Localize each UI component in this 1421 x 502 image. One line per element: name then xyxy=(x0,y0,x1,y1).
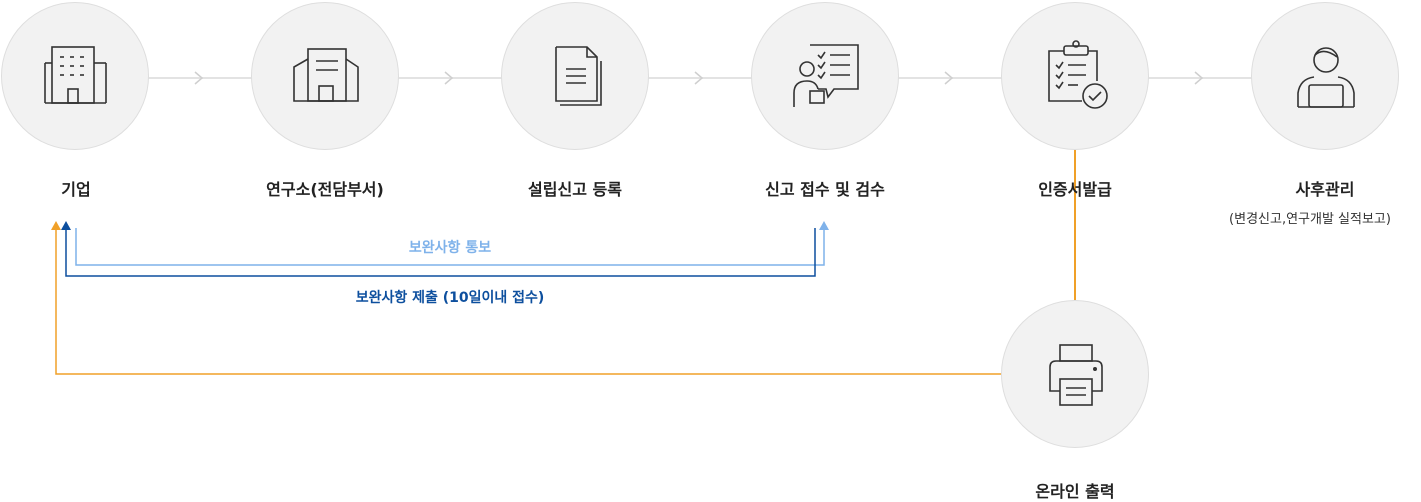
step-circle-company xyxy=(1,2,149,150)
print-arrowhead xyxy=(51,221,61,230)
step-label-registration: 설립신고 등록 xyxy=(528,180,622,199)
connector-line-3 xyxy=(648,77,752,79)
printer-icon xyxy=(1049,344,1103,406)
step-circle-registration xyxy=(501,2,649,150)
submit-flow-label: 보완사항 제출 (10일이내 접수) xyxy=(355,290,545,306)
step-label-certificate: 인증서발급 xyxy=(1038,180,1112,199)
step-label-company: 기업 xyxy=(61,180,91,199)
chevron-right-icon xyxy=(194,71,204,85)
step-sublabel-aftercare: (변경신고,연구개발 실적보고) xyxy=(1229,212,1391,227)
connector-line-4 xyxy=(898,77,1002,79)
building-icon xyxy=(44,46,107,104)
connector-line-1 xyxy=(148,77,252,79)
chevron-right-icon xyxy=(944,71,954,85)
user-laptop-icon xyxy=(1297,47,1355,108)
connector-line-2 xyxy=(398,77,502,79)
print-flow-line xyxy=(55,228,1001,375)
step-label-lab: 연구소(전담부서) xyxy=(266,180,384,199)
submit-flow-line xyxy=(65,228,816,277)
step-circle-aftercare xyxy=(1251,2,1399,150)
step-label-aftercare: 사후관리 xyxy=(1295,180,1355,199)
submit-arrowhead xyxy=(61,221,71,230)
step-circle-review xyxy=(751,2,899,150)
branch-circle-print xyxy=(1001,300,1149,448)
notify-flow-label: 보완사항 통보 xyxy=(408,240,492,256)
clipboard-check-icon xyxy=(1048,40,1108,109)
office-icon xyxy=(293,48,359,102)
notify-flow-line xyxy=(75,228,825,266)
chevron-right-icon xyxy=(444,71,454,85)
notify-arrowhead xyxy=(819,221,829,230)
step-label-review: 신고 접수 및 검수 xyxy=(765,180,885,199)
branch-label-print: 온라인 출력 xyxy=(1035,482,1115,501)
review-checklist-icon xyxy=(793,44,859,107)
issue-to-print-line xyxy=(1074,150,1076,300)
connector-line-5 xyxy=(1148,77,1252,79)
document-icon xyxy=(555,46,602,106)
chevron-right-icon xyxy=(1194,71,1204,85)
step-circle-lab xyxy=(251,2,399,150)
chevron-right-icon xyxy=(694,71,704,85)
step-circle-certificate xyxy=(1001,2,1149,150)
